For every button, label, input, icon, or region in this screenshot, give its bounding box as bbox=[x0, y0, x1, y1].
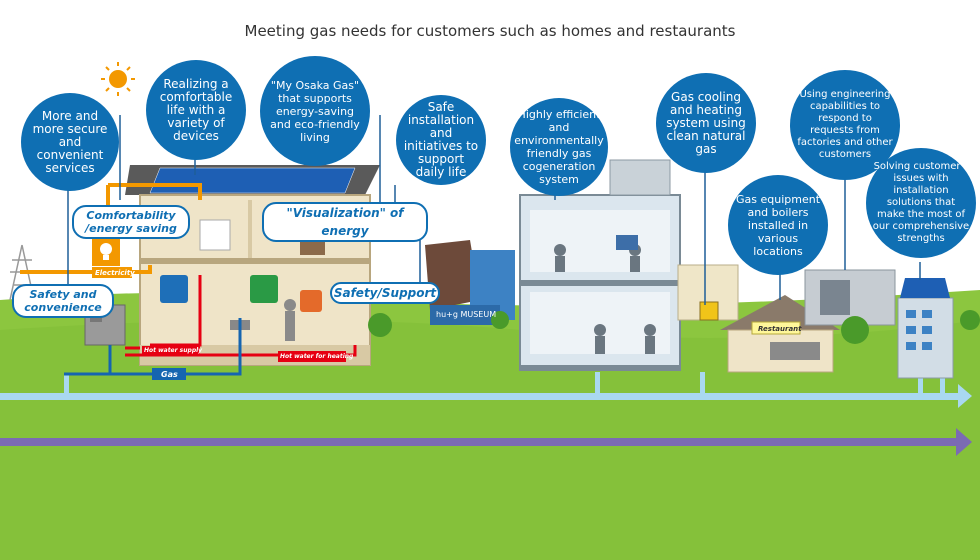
bubble-gas-cooling: Gas cooling and heating system using cle… bbox=[656, 73, 756, 173]
electricity-label: Electricity bbox=[95, 269, 135, 277]
label-visualization: "Visualization" of energy bbox=[262, 202, 428, 242]
bubble-my-osaka-gas: "My Osaka Gas" that supports energy-savi… bbox=[260, 56, 370, 166]
label-safety-convenience: Safety and convenience bbox=[12, 284, 114, 318]
bubble-text: Solving customer's issues with installat… bbox=[872, 161, 970, 244]
gas-label: Gas bbox=[161, 370, 178, 379]
power-line bbox=[0, 438, 958, 446]
electricity-tag bbox=[92, 267, 132, 278]
bubble-cogeneration: Highly efficient and environmentally fri… bbox=[510, 98, 608, 196]
hot-water-heating-tag bbox=[278, 351, 346, 362]
bubble-engineering: Using engineering capabilities to respon… bbox=[790, 70, 900, 180]
gas-connector bbox=[940, 372, 945, 396]
apartment-building bbox=[897, 278, 954, 379]
house-illustration bbox=[125, 165, 380, 366]
gas-line-arrow bbox=[958, 384, 972, 408]
factory-site bbox=[804, 269, 896, 326]
restaurant-label: Restaurant bbox=[758, 325, 802, 333]
hot-water-supply-label: Hot water supply bbox=[144, 347, 203, 354]
bubble-text: Safe installation and initiatives to sup… bbox=[403, 100, 479, 179]
sun-icon bbox=[101, 62, 135, 96]
tree-icon bbox=[368, 310, 980, 344]
bubble-text: Highly efficient and environmentally fri… bbox=[514, 108, 604, 186]
bubble-gas-equipment: Gas equipment and boilers installed in v… bbox=[728, 175, 828, 275]
restaurant-sign-icon bbox=[699, 301, 719, 321]
bubble-text: Realizing a comfortable life with a vari… bbox=[159, 76, 233, 143]
gas-connector bbox=[700, 372, 705, 396]
solar-panel-icon bbox=[900, 278, 950, 298]
bubble-secure-services: More and more secure and convenient serv… bbox=[21, 93, 119, 191]
gas-connector bbox=[64, 374, 69, 396]
bubble-text: Gas cooling and heating system using cle… bbox=[666, 89, 746, 156]
bubble-comfortable-life: Realizing a comfortable life with a vari… bbox=[146, 60, 246, 160]
hot-water-line bbox=[125, 275, 202, 350]
bubble-text: Using engineering capabilities to respon… bbox=[797, 89, 893, 160]
hot-water-heating-label: Hot water for heating bbox=[280, 353, 354, 360]
bubble-solving-issues: Solving customer's issues with installat… bbox=[866, 148, 976, 258]
bubble-safe-installation: Safe installation and initiatives to sup… bbox=[396, 95, 486, 185]
bubble-text: Gas equipment and boilers installed in v… bbox=[735, 192, 821, 258]
museum-label: hu+g MUSEUM bbox=[436, 310, 497, 319]
solar-panel-icon bbox=[149, 167, 356, 194]
electricity-line bbox=[20, 265, 152, 274]
gas-connector bbox=[918, 372, 923, 396]
hot-water-supply-tag bbox=[142, 346, 200, 356]
page-title: Meeting gas needs for customers such as … bbox=[244, 22, 736, 40]
office-building bbox=[519, 159, 681, 371]
house-gas-line bbox=[64, 318, 242, 376]
label-comfortability: Comfortability /energy saving bbox=[72, 205, 190, 239]
gas-connector bbox=[595, 372, 600, 396]
bubble-text: "My Osaka Gas" that supports energy-savi… bbox=[270, 78, 360, 144]
power-line-arrow bbox=[956, 428, 972, 456]
bubble-text: More and more secure and convenient serv… bbox=[32, 108, 108, 175]
gas-line bbox=[0, 393, 960, 400]
gas-tag bbox=[152, 368, 186, 380]
label-safety-support: Safety/Support bbox=[330, 282, 440, 304]
